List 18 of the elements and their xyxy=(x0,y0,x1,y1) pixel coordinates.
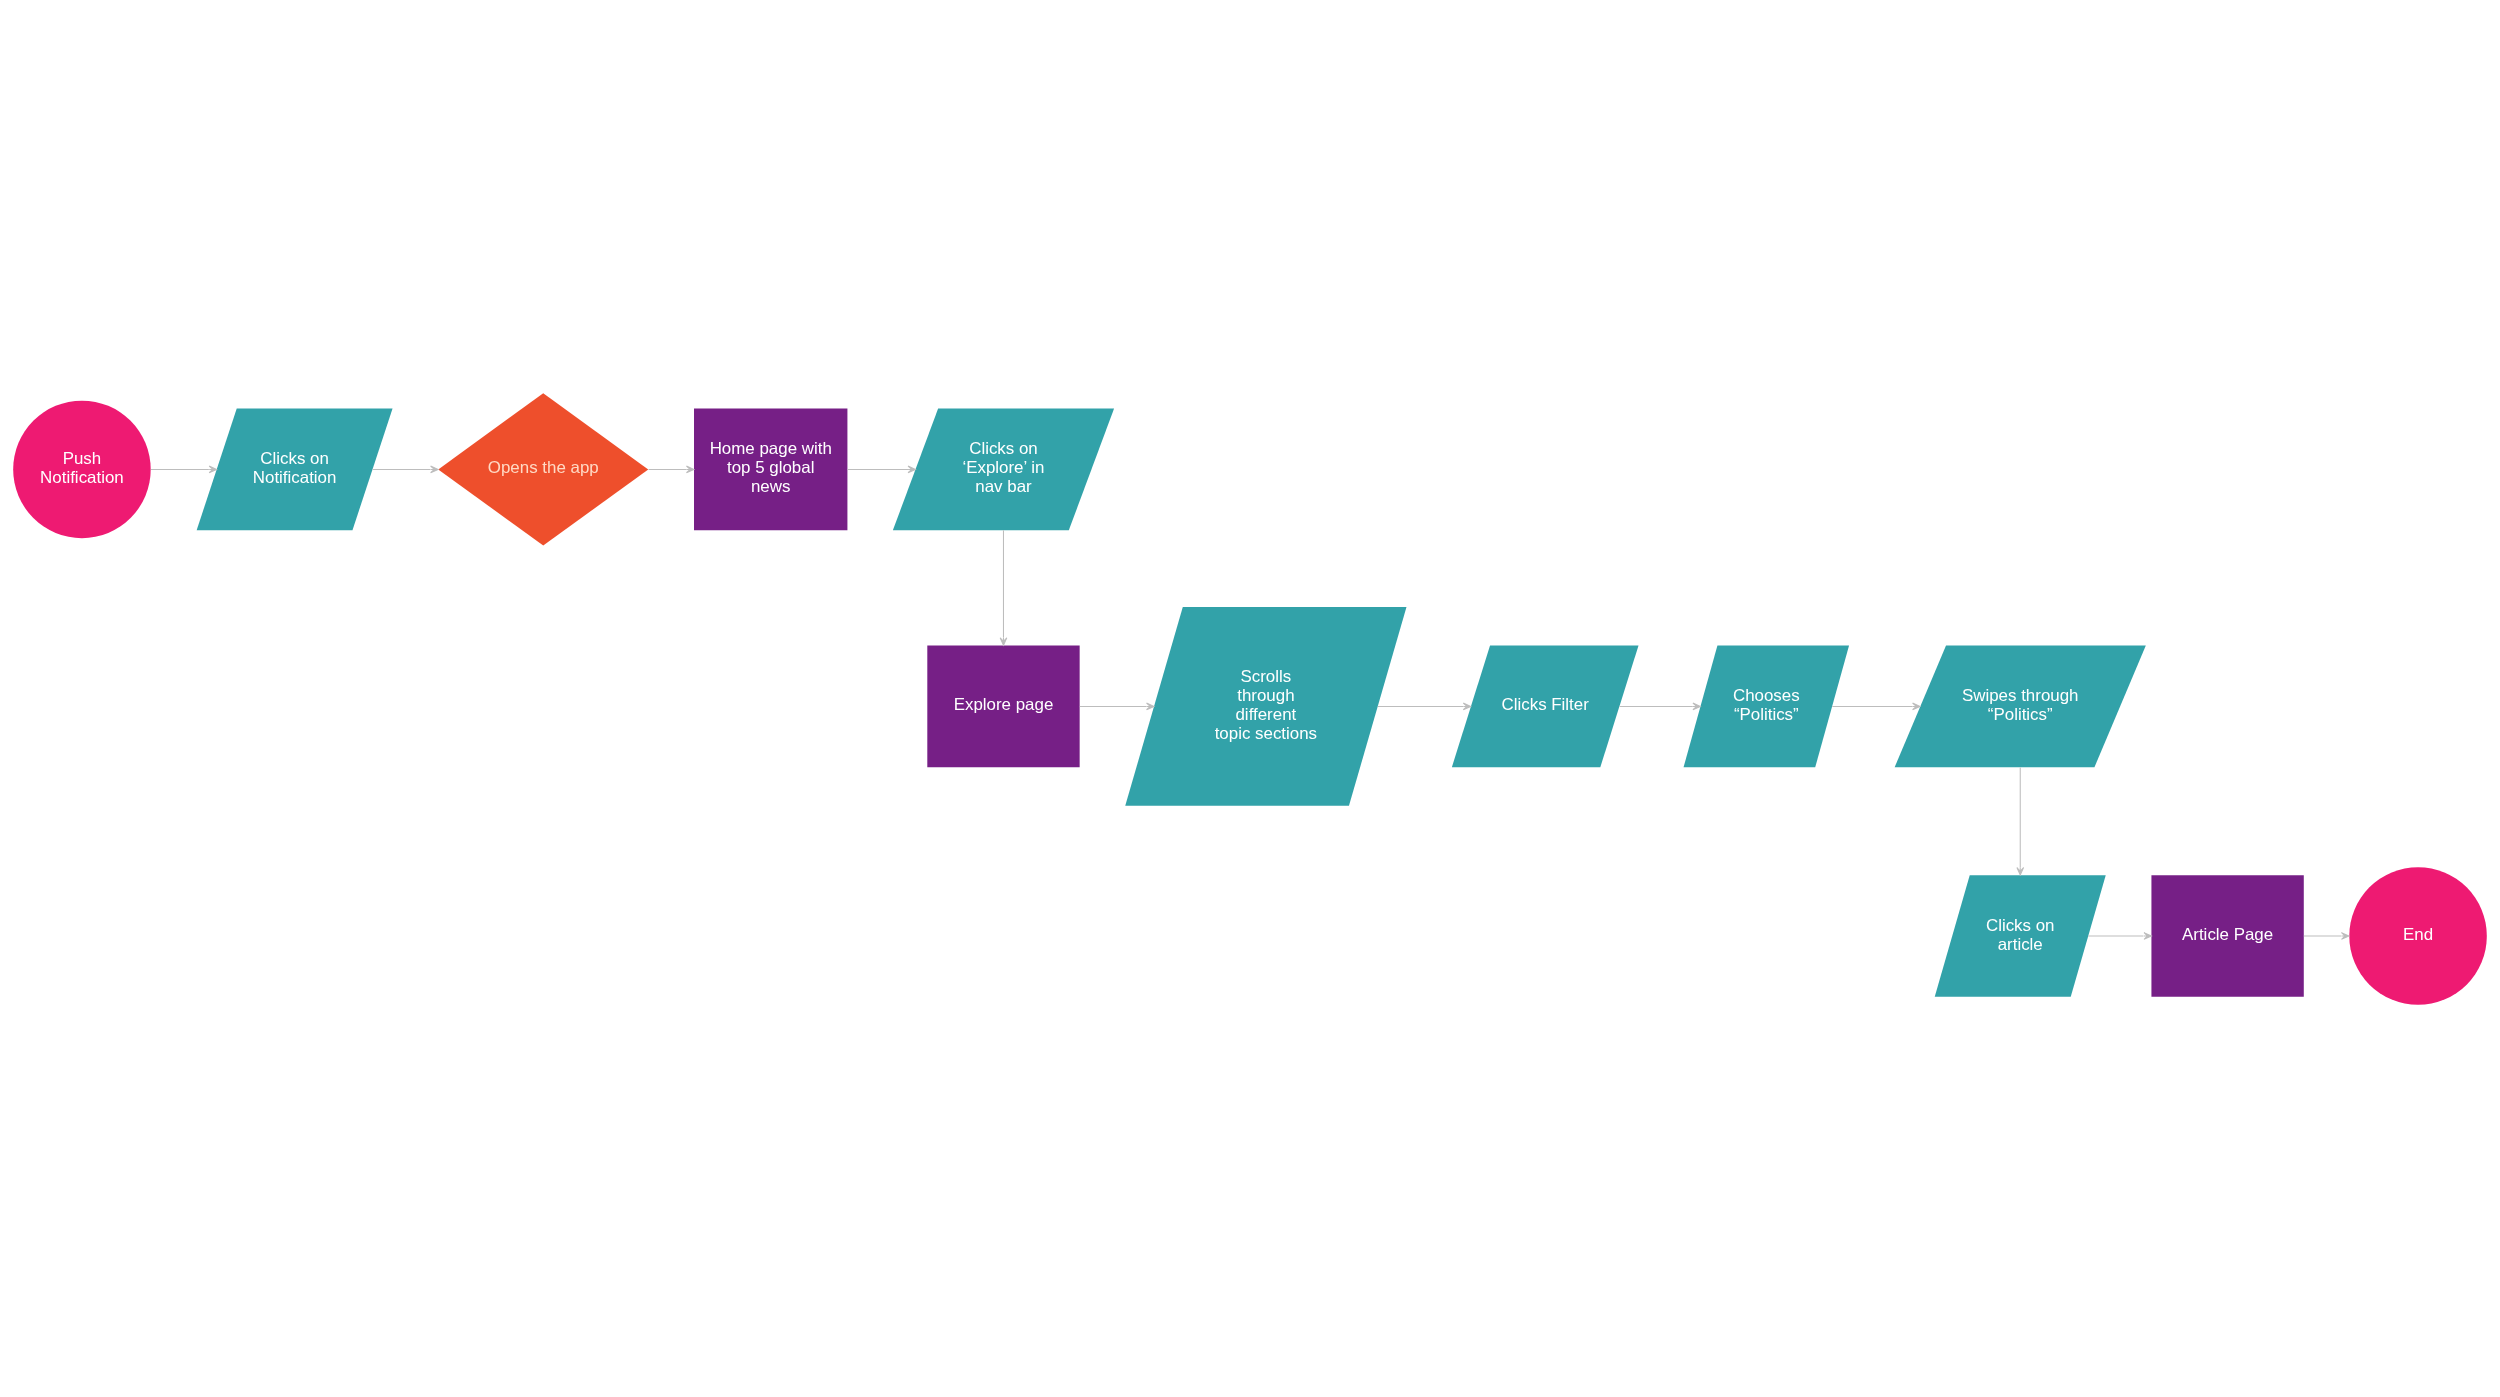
arrow xyxy=(2303,931,2350,940)
arrow xyxy=(372,465,439,473)
node-box: Home page with top 5 global news xyxy=(694,408,848,530)
node-box: Article Page xyxy=(2151,874,2304,997)
node-diamond: Opens the app xyxy=(438,392,649,546)
arrow xyxy=(847,465,916,473)
node-circle: Push Notification xyxy=(13,400,151,538)
node-box: Explore page xyxy=(927,645,1080,767)
arrow xyxy=(648,465,695,473)
arrow xyxy=(2016,766,2025,875)
arrow xyxy=(999,529,1008,646)
arrow xyxy=(150,465,218,473)
arrow xyxy=(1079,702,1155,710)
node-circle: End xyxy=(2349,866,2487,1005)
arrow xyxy=(1377,702,1472,710)
arrow xyxy=(2087,931,2152,940)
arrow xyxy=(1618,702,1701,710)
arrow xyxy=(1831,702,1921,710)
